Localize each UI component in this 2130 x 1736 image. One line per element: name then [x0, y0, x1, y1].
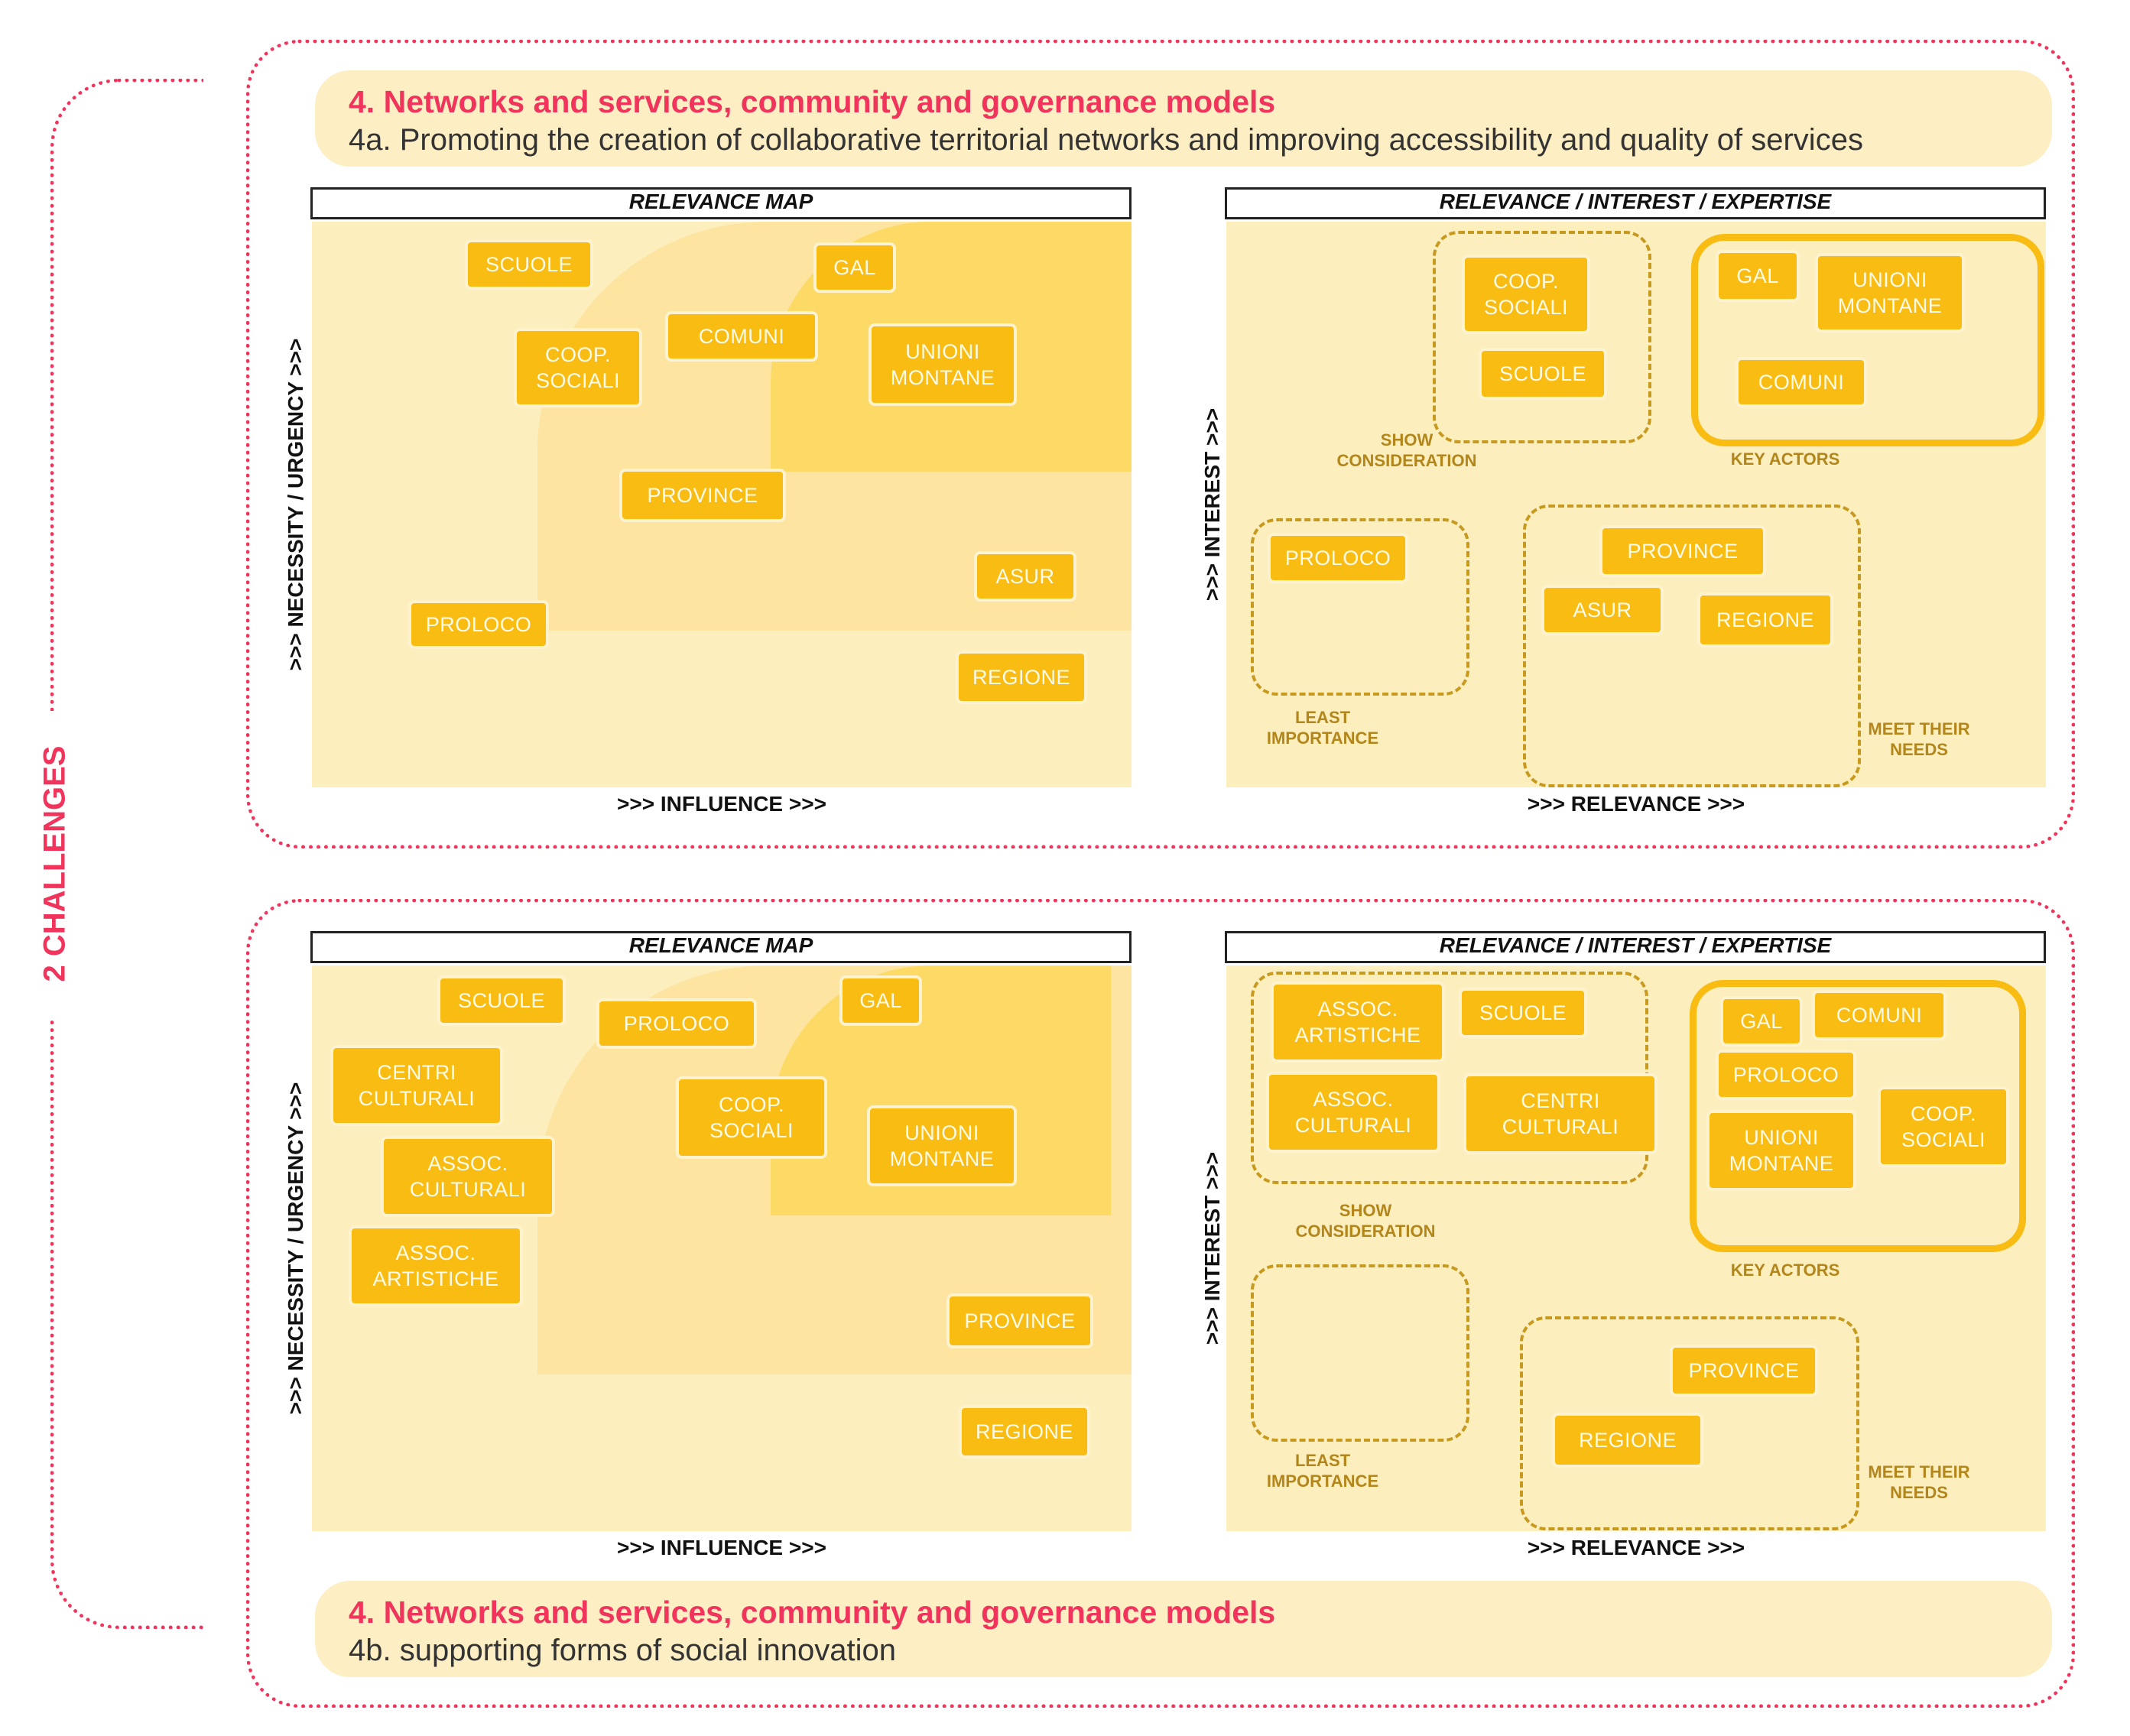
group-label: KEY ACTORS	[1730, 449, 1840, 469]
group-least-importance	[1251, 518, 1469, 696]
actor-tag: COOP. SOCIALI	[514, 328, 642, 407]
challenge-b-header: 4. Networks and services, community and …	[315, 1581, 2052, 1677]
actor-tag: GAL	[813, 242, 896, 293]
actor-tag: ASSOC. ARTISTICHE	[1271, 982, 1445, 1063]
actor-tag: SCUOLE	[1459, 988, 1587, 1038]
challenge-b-subtitle: 4b. supporting forms of social innovatio…	[349, 1634, 896, 1667]
group-meet-their-needs	[1523, 505, 1861, 787]
actor-tag: COMUNI	[1735, 357, 1867, 407]
challenge-frame-a	[246, 40, 2075, 849]
actor-tag: GAL	[1720, 996, 1803, 1046]
actor-tag: ASSOC. CULTURALI	[381, 1136, 555, 1217]
group-label: LEAST IMPORTANCE	[1266, 1451, 1379, 1491]
relevance-map-title-b: RELEVANCE MAP	[310, 931, 1132, 963]
actor-tag: COOP. SOCIALI	[676, 1076, 827, 1159]
actor-tag: REGIONE	[1552, 1413, 1703, 1468]
group-key-actors	[1690, 980, 2026, 1252]
group-label: MEET THEIR NEEDS	[1868, 719, 1970, 759]
x-axis-label: >>> INFLUENCE >>>	[617, 792, 826, 816]
actor-tag: UNIONI MONTANE	[867, 1105, 1017, 1186]
interest-map-title-b: RELEVANCE / INTEREST / EXPERTISE	[1225, 931, 2046, 963]
y-axis-label: >>> INTEREST >>>	[1200, 407, 1224, 602]
actor-tag: COMUNI	[1812, 990, 1947, 1040]
x-axis-label: >>> RELEVANCE >>>	[1527, 1536, 1745, 1559]
group-show-consideration	[1433, 231, 1651, 443]
actor-tag: PROVINCE	[1670, 1345, 1818, 1397]
actor-tag: PROLOCO	[408, 600, 549, 649]
actor-tag: PROLOCO	[1716, 1050, 1856, 1100]
actor-tag: REGIONE	[1697, 592, 1833, 647]
actor-tag: GAL	[1716, 250, 1800, 302]
actor-tag: COOP. SOCIALI	[1462, 255, 1590, 334]
actor-tag: PROLOCO	[1268, 533, 1408, 583]
actor-tag: PROLOCO	[596, 998, 757, 1049]
challenge-frame-b	[246, 899, 2075, 1708]
relevance-map-title-a: RELEVANCE MAP	[310, 187, 1132, 219]
actor-tag: COMUNI	[665, 311, 818, 362]
actor-tag: SCUOLE	[465, 239, 593, 290]
actor-tag: UNIONI MONTANE	[869, 323, 1017, 406]
actor-tag: PROVINCE	[946, 1293, 1093, 1348]
actor-tag: CENTRI CULTURALI	[330, 1045, 503, 1126]
group-label: SHOW CONSIDERATION	[1336, 430, 1477, 470]
challenge-b-title: 4. Networks and services, community and …	[349, 1595, 1276, 1630]
actor-tag: CENTRI CULTURALI	[1463, 1073, 1658, 1154]
group-least-importance	[1251, 1264, 1469, 1442]
y-axis-label: >>> NECESSITY / URGENCY >>>	[284, 1082, 307, 1415]
actor-tag: ASSOC. CULTURALI	[1266, 1072, 1440, 1153]
actor-tag: ASUR	[974, 551, 1076, 602]
x-axis-label: >>> RELEVANCE >>>	[1527, 792, 1745, 816]
actor-tag: ASUR	[1541, 585, 1664, 635]
group-label: MEET THEIR NEEDS	[1868, 1462, 1970, 1502]
actor-tag: PROVINCE	[1599, 525, 1766, 577]
challenges-bracket	[50, 79, 203, 1629]
challenge-a-header: 4. Networks and services, community and …	[315, 70, 2052, 167]
side-label-gap	[41, 711, 72, 1017]
group-label: LEAST IMPORTANCE	[1266, 708, 1379, 748]
challenge-a-title: 4. Networks and services, community and …	[349, 84, 1276, 119]
actor-tag: PROVINCE	[619, 469, 786, 522]
actor-tag: REGIONE	[959, 1405, 1090, 1459]
group-label: SHOW CONSIDERATION	[1295, 1201, 1436, 1241]
actor-tag: GAL	[839, 975, 922, 1026]
group-meet-their-needs	[1520, 1316, 1859, 1530]
x-axis-label: >>> INFLUENCE >>>	[617, 1536, 826, 1559]
actor-tag: UNIONI MONTANE	[1815, 253, 1965, 333]
group-key-actors	[1691, 234, 2044, 446]
actor-tag: UNIONI MONTANE	[1706, 1110, 1856, 1191]
challenge-a-subtitle: 4a. Promoting the creation of collaborat…	[349, 123, 1863, 157]
y-axis-label: >>> NECESSITY / URGENCY >>>	[284, 338, 307, 671]
actor-tag: SCUOLE	[437, 975, 566, 1026]
y-axis-label: >>> INTEREST >>>	[1200, 1151, 1224, 1345]
actor-tag: SCUOLE	[1479, 348, 1607, 400]
actor-tag: COOP. SOCIALI	[1878, 1086, 2009, 1167]
interest-map-title-a: RELEVANCE / INTEREST / EXPERTISE	[1225, 187, 2046, 219]
actor-tag: REGIONE	[956, 651, 1087, 704]
side-label: 2 CHALLENGES	[37, 745, 72, 982]
actor-tag: ASSOC. ARTISTICHE	[349, 1225, 523, 1306]
group-label: KEY ACTORS	[1730, 1261, 1840, 1280]
